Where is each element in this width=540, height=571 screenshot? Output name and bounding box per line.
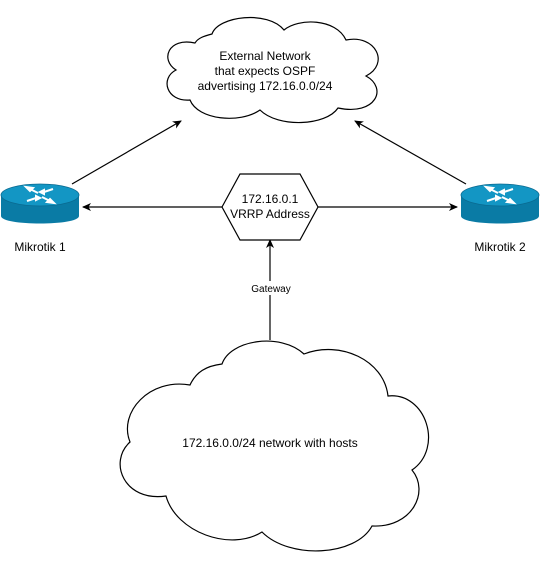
cloud-icon	[119, 340, 430, 552]
router-label-mikrotik-2: Mikrotik 2	[474, 240, 526, 254]
router-icon	[460, 183, 540, 224]
vrrp-address-node[interactable]: 172.16.0.1 VRRP Address	[221, 173, 319, 241]
host-network-cloud: 172.16.0.0/24 network with hosts	[119, 340, 430, 552]
router-label-mikrotik-1: Mikrotik 1	[14, 240, 66, 254]
router-mikrotik-1[interactable]: Mikrotik 1	[0, 183, 80, 254]
edge-mikrotik1-to-external	[71, 120, 182, 185]
external-network-cloud: External Network that expects OSPF adver…	[166, 16, 379, 124]
gateway-label: Gateway	[251, 284, 290, 295]
external-network-line3: advertising 172.16.0.0/24	[198, 79, 333, 93]
external-network-line1: External Network	[219, 49, 311, 63]
vrrp-caption: VRRP Address	[230, 207, 310, 221]
router-mikrotik-2[interactable]: Mikrotik 2	[460, 183, 540, 254]
external-network-line2: that expects OSPF	[215, 64, 316, 78]
cloud-icon	[166, 16, 379, 124]
host-network-label: 172.16.0.0/24 network with hosts	[182, 436, 357, 450]
hexagon-icon	[221, 173, 319, 241]
router-icon	[0, 183, 80, 224]
gateway-edge-label: Gateway	[248, 281, 294, 295]
vrrp-ip: 172.16.0.1	[242, 192, 299, 206]
edge-mikrotik2-to-external	[354, 120, 467, 185]
